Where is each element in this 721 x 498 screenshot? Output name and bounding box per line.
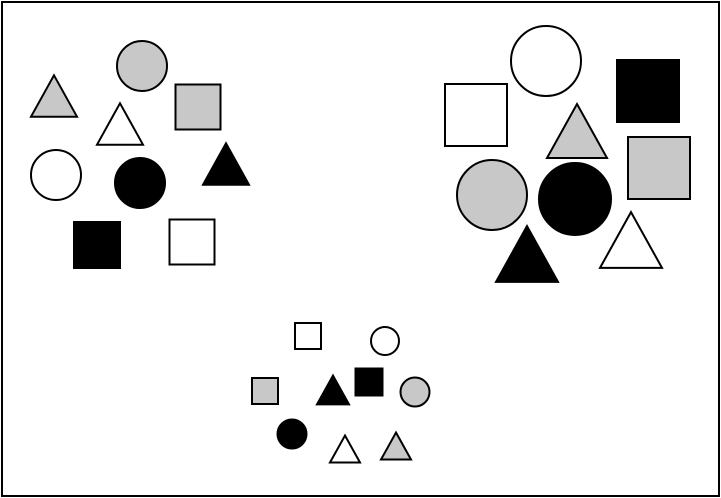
gray-circle [456, 159, 528, 231]
white-circle [30, 149, 82, 201]
white-square [294, 322, 322, 350]
black-triangle [201, 141, 251, 186]
gray-circle [116, 40, 168, 92]
top-right-group [444, 25, 691, 283]
black-square [354, 367, 384, 397]
gray-square [251, 377, 279, 405]
black-triangle [315, 373, 351, 406]
white-circle [370, 326, 400, 356]
white-circle [510, 25, 582, 97]
white-triangle [328, 433, 362, 464]
gray-circle [399, 376, 431, 408]
white-triangle [95, 101, 145, 146]
white-square [168, 218, 216, 266]
bottom-center-group [251, 322, 431, 464]
black-square [73, 221, 121, 269]
black-circle [538, 162, 612, 236]
black-circle [276, 418, 308, 450]
gray-square [174, 83, 222, 131]
black-triangle [494, 224, 560, 283]
gray-triangle [379, 430, 413, 461]
white-square [444, 83, 508, 147]
gray-square [627, 136, 691, 200]
white-triangle [598, 210, 664, 269]
gray-triangle [545, 101, 609, 159]
black-square [616, 59, 680, 123]
gray-triangle [29, 73, 79, 118]
top-left-group [29, 40, 251, 269]
black-circle [114, 157, 166, 209]
